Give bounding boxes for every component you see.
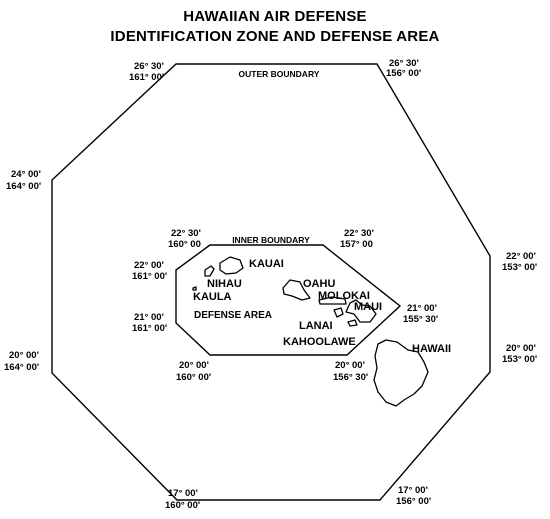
svg-text:22° 00': 22° 00' [134, 260, 164, 271]
svg-text:24° 00': 24° 00' [11, 169, 41, 180]
svg-text:153° 00': 153° 00' [502, 262, 537, 273]
svg-text:22° 30': 22° 30' [171, 228, 201, 239]
inner-coord-w-upper: 22° 00' 161° 00' [132, 260, 167, 282]
svg-text:161° 00': 161° 00' [132, 271, 167, 282]
outer-coord-ne-top: 26° 30' 156° 00' [386, 58, 421, 79]
oahu-island [282, 279, 311, 301]
outer-coord-e-lower: 20° 00' 153° 00' [502, 343, 537, 365]
outer-coord-w-upper: 24° 00' 164° 00' [6, 169, 41, 192]
map-title-line1: HAWAIIAN AIR DEFENSE [183, 8, 366, 25]
defense-area-label: DEFENSE AREA [194, 310, 272, 321]
svg-text:26° 30': 26° 30' [134, 61, 164, 72]
outer-boundary-label: OUTER BOUNDARY [239, 69, 320, 79]
svg-text:21° 00': 21° 00' [134, 312, 164, 323]
svg-text:161° 00': 161° 00' [129, 72, 164, 83]
svg-text:157° 00: 157° 00 [340, 239, 373, 250]
inner-boundary-label: INNER BOUNDARY [232, 235, 310, 245]
svg-text:17° 00': 17° 00' [398, 485, 428, 496]
inner-coord-ne: 22° 30' 157° 00 [340, 228, 374, 250]
svg-text:164° 00': 164° 00' [6, 181, 41, 192]
svg-text:20° 00': 20° 00' [506, 343, 536, 354]
map-title-line2: IDENTIFICATION ZONE AND DEFENSE AREA [110, 28, 439, 45]
molokai-label: MOLOKAI [318, 290, 370, 302]
lanai-island [333, 307, 344, 318]
outer-coord-se-bottom: 17° 00' 156° 00' [396, 485, 431, 507]
svg-text:160° 00': 160° 00' [165, 500, 200, 511]
niihau-label: NIHAU [207, 278, 242, 290]
kauai-label: KAUAI [249, 258, 284, 270]
svg-text:21° 00': 21° 00' [407, 303, 437, 314]
outer-coord-e-upper: 22° 00' 153° 00' [502, 251, 537, 273]
svg-text:160° 00: 160° 00 [168, 239, 201, 250]
svg-text:17° 00': 17° 00' [168, 488, 198, 499]
kaula-label: KAULA [193, 291, 232, 303]
niihau-island [204, 265, 215, 277]
svg-text:156° 00': 156° 00' [386, 68, 421, 79]
svg-text:161° 00': 161° 00' [132, 323, 167, 334]
lanai-label: LANAI [299, 320, 333, 332]
svg-text:20° 00': 20° 00' [9, 350, 39, 361]
svg-text:20° 00': 20° 00' [179, 360, 209, 371]
outer-coord-sw-bottom: 17° 00' 160° 00' [165, 488, 200, 511]
hawaii-island [373, 339, 429, 407]
inner-coord-se: 20° 00' 156° 30' [333, 360, 368, 383]
svg-text:22° 30': 22° 30' [344, 228, 374, 239]
kauai-island [219, 256, 244, 275]
svg-text:20° 00': 20° 00' [335, 360, 365, 371]
maui-island [345, 299, 377, 323]
oahu-label: OAHU [303, 278, 335, 290]
svg-text:155° 30': 155° 30' [403, 314, 438, 325]
outer-boundary-line [51, 63, 491, 501]
inner-coord-sw: 20° 00' 160° 00' [176, 360, 211, 383]
inner-coord-e-mid: 21° 00' 155° 30' [403, 303, 438, 325]
svg-text:22° 00': 22° 00' [506, 251, 536, 262]
inner-boundary-line [175, 244, 402, 356]
maui-label: MAUI [354, 301, 382, 313]
outer-coord-nw-top: 26° 30' 161° 00' [129, 61, 164, 83]
svg-text:156° 00': 156° 00' [396, 496, 431, 507]
inner-coord-nw: 22° 30' 160° 00 [168, 228, 201, 250]
hawaii-label: HAWAII [412, 343, 451, 355]
svg-text:156° 30': 156° 30' [333, 372, 368, 383]
kaula-island [192, 286, 197, 291]
outer-coord-w-lower: 20° 00' 164° 00' [4, 350, 39, 373]
molokai-island [318, 296, 347, 305]
svg-text:153° 00': 153° 00' [502, 354, 537, 365]
svg-text:26° 30': 26° 30' [389, 58, 419, 69]
inner-coord-w-lower: 21° 00' 161° 00' [132, 312, 167, 334]
kahoolawe-island [347, 319, 358, 327]
kahoolawe-label: KAHOOLAWE [283, 336, 356, 348]
svg-text:164° 00': 164° 00' [4, 362, 39, 373]
svg-text:160° 00': 160° 00' [176, 372, 211, 383]
